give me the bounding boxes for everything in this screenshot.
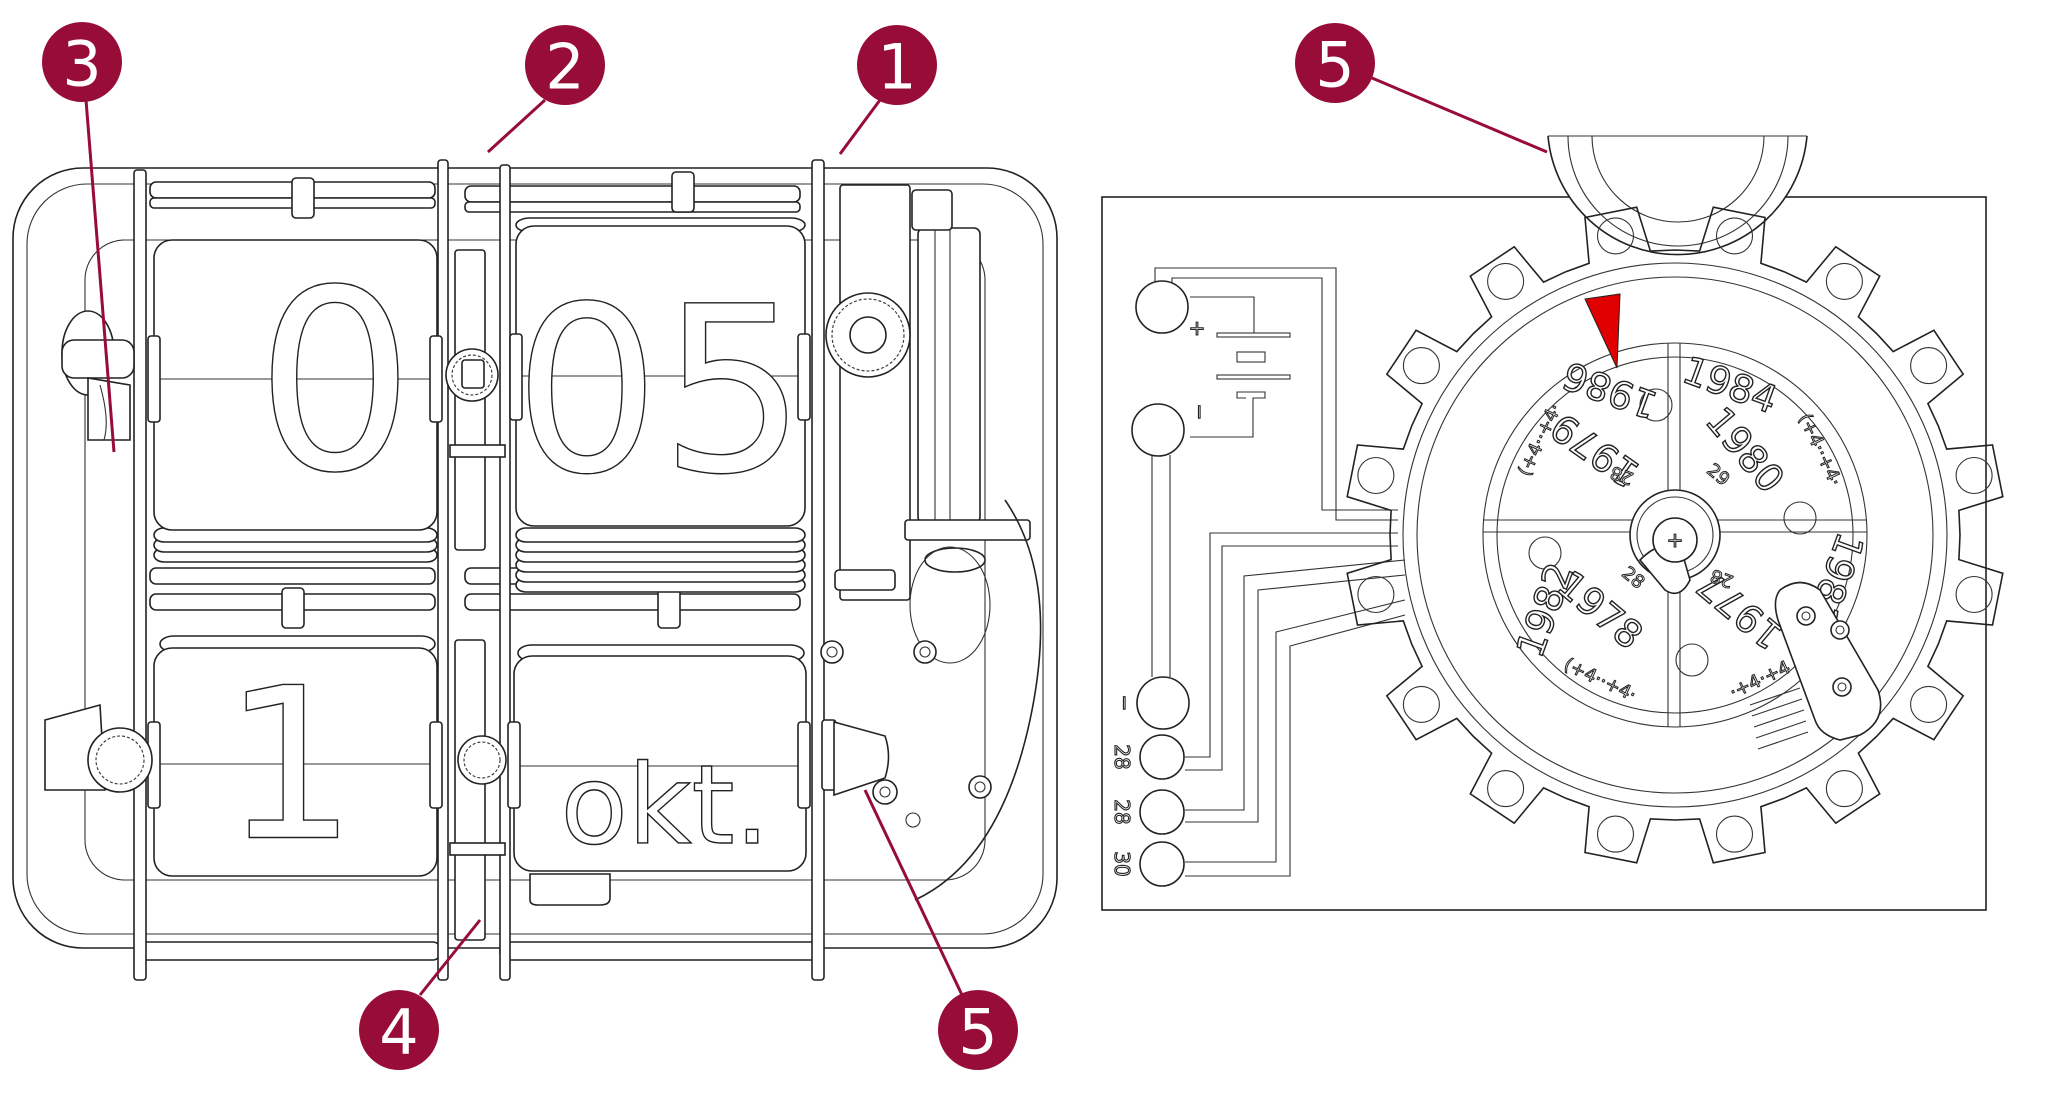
leader-3 — [84, 99, 116, 453]
day-digit: 1 — [223, 643, 357, 888]
svg-text:4: 4 — [379, 996, 418, 1069]
pad-plus — [1135, 280, 1189, 334]
leader-2 — [486, 98, 547, 154]
battery-plus-label: + — [1189, 316, 1206, 340]
minute-flap-card: 05 — [509, 217, 811, 593]
gear-tooth-hole — [1596, 217, 1635, 255]
pad-28-a — [1139, 734, 1185, 780]
flip-clock-mechanism: 0 05 1 — [12, 22, 1058, 1070]
mount-screws — [820, 640, 992, 828]
pad-30 — [1139, 841, 1185, 887]
calendar-gear — [1346, 206, 2004, 864]
contact-pads: − 28 28 30 — [1109, 280, 1190, 887]
bottom-rods — [139, 941, 821, 961]
gear-tooth-hole — [1955, 456, 1993, 495]
gear-tooth-hole — [1825, 262, 1863, 300]
gear-tooth-hole — [1487, 262, 1525, 300]
callout-1: 1 — [857, 25, 937, 105]
callout-3: 3 — [42, 22, 122, 102]
contact-spring — [1749, 581, 1882, 750]
svg-text:1: 1 — [877, 31, 916, 104]
callout-5-left: 5 — [938, 990, 1018, 1070]
calendar-circuit-board: + − − 28 28 30 — [1101, 23, 2004, 911]
leap-mark-2: (+4··+4· — [1794, 411, 1846, 490]
gear-tooth-hole — [1402, 685, 1440, 723]
center-gear-train — [445, 249, 507, 941]
leap-mark-4: ·+4·+4 — [1726, 657, 1793, 703]
battery-symbol: + − — [1187, 296, 1291, 438]
pad-28-b-label: 28 — [1110, 799, 1134, 824]
leader-4 — [418, 919, 482, 996]
hour-set-wheel — [61, 310, 135, 441]
power-wire — [914, 499, 1042, 901]
year-1980: 1980 — [1697, 399, 1793, 501]
screw-head-cross: + — [1667, 528, 1684, 552]
svg-text:2: 2 — [545, 31, 584, 104]
calendar-disc — [1402, 262, 1948, 808]
gear-tooth-hole — [1715, 815, 1754, 853]
gear-tooth-hole — [1715, 217, 1754, 255]
svg-text:5: 5 — [1315, 29, 1354, 102]
drive-gear-ring — [1547, 135, 1808, 256]
hour-flap-card: 0 — [147, 236, 443, 563]
day-flap-card: 1 — [147, 635, 443, 888]
callout-5-right: 5 — [1295, 23, 1375, 103]
pad-30-label: 30 — [1110, 851, 1134, 876]
gear-tooth-hole — [1357, 575, 1395, 614]
gear-teeth — [1346, 206, 2004, 864]
center-screw: + — [1629, 489, 1721, 595]
gear-tooth-hole — [1825, 770, 1863, 808]
year-pointer — [1584, 293, 1621, 369]
battery-minus-label: − — [1188, 404, 1212, 421]
gear-tooth-hole — [1596, 815, 1635, 853]
svg-text:3: 3 — [62, 28, 101, 101]
housing-inner — [26, 183, 1044, 935]
top-rods — [149, 171, 801, 219]
gear-tooth-hole — [1402, 347, 1440, 385]
callout-4: 4 — [359, 990, 439, 1070]
leader-5-right — [1371, 76, 1548, 154]
pad-minus-bottom — [1136, 676, 1190, 730]
leader-5-left — [863, 789, 964, 996]
callout-2: 2 — [525, 25, 605, 105]
circuit-board-outline — [1101, 196, 1987, 911]
month-label: okt. — [560, 741, 769, 869]
minute-digits: 05 — [514, 259, 807, 526]
pad-minus-label: − — [1113, 695, 1137, 712]
pad-minus-top — [1131, 403, 1185, 457]
gear-tooth-hole — [1955, 575, 1993, 614]
leader-1 — [838, 99, 882, 155]
circuit-traces — [1151, 267, 1406, 877]
gear-tooth-hole — [1910, 347, 1948, 385]
svg-text:5: 5 — [958, 996, 997, 1069]
calendar-set-knob — [821, 719, 898, 805]
gear-tooth-hole — [1487, 770, 1525, 808]
gear-tooth-hole — [1357, 456, 1395, 495]
hour-digit: 0 — [255, 237, 414, 528]
pad-28-a-label: 28 — [1110, 744, 1134, 769]
month-flap-card: okt. — [507, 644, 811, 906]
pad-28-b — [1139, 789, 1185, 835]
day-set-knob — [44, 703, 153, 793]
motor-coil — [825, 184, 1031, 664]
gear-tooth-hole — [1910, 685, 1948, 723]
